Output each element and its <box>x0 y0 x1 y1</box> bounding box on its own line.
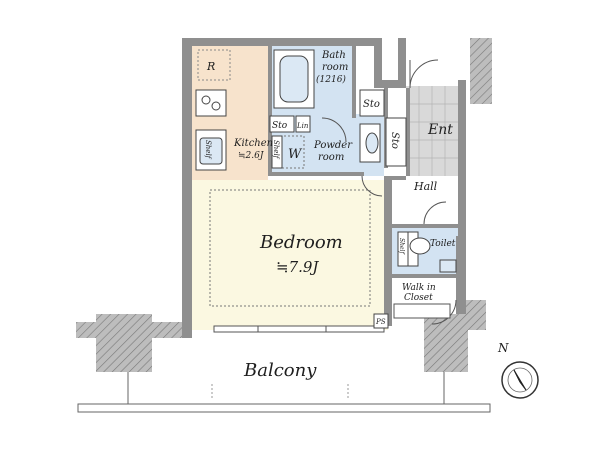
washbasin-icon <box>359 123 381 163</box>
toilet-shelf <box>397 231 409 267</box>
bathtub-icon <box>273 49 315 109</box>
walk-in-closet-shelf <box>393 303 451 319</box>
refrigerator-space <box>197 49 231 81</box>
toilet-wash-basin <box>439 259 457 273</box>
bedroom-size: ≒7.9J <box>276 258 319 276</box>
washer-label: W <box>288 147 303 162</box>
doors <box>321 59 457 325</box>
bedroom-label: Bedroom <box>259 232 343 253</box>
kitchen-label: Kitchen <box>233 138 273 149</box>
entrance-tiles <box>406 86 458 176</box>
kitchen-shelf <box>195 129 227 171</box>
hall-storage-1 <box>359 89 385 117</box>
refrigerator-label: R <box>206 60 215 73</box>
hall-storage-1-label: Sto <box>363 99 380 110</box>
powder-storage <box>269 115 295 133</box>
entrance-label: Ent <box>427 122 453 138</box>
closet-label-line2: Closet <box>404 293 433 303</box>
powder-label-line2: room <box>318 152 344 163</box>
stove-icon <box>195 89 227 117</box>
linen-cupboard <box>295 115 311 133</box>
bedroom-dotted-area <box>209 189 371 307</box>
powder-shelf-label: Shelf <box>272 140 280 160</box>
powder-label-line1: Powder <box>313 140 353 151</box>
bath-label-line1: Bath <box>321 50 346 61</box>
kitchen-storage-label: Sto <box>272 121 288 131</box>
kitchen-shelf-label: Shelf <box>204 140 212 160</box>
toilet-shelf-label: Shelf <box>398 238 405 255</box>
hall-storage-2-label: Sto <box>389 132 400 149</box>
balcony-label: Balcony <box>243 360 317 381</box>
pipe-space-label: PS <box>375 318 386 326</box>
bedroom-floor <box>192 180 388 330</box>
linen-label: Lin <box>296 122 309 130</box>
hall-label: Hall <box>413 180 438 193</box>
bath-label-line2: room <box>322 62 348 73</box>
compass <box>501 361 539 399</box>
pipe-space <box>373 313 389 329</box>
bath-size-note: (1216) <box>316 74 346 85</box>
kitchen-size: ≒2.6J <box>238 151 265 161</box>
compass-north-label: N <box>497 341 509 355</box>
kitchen-sink-icon <box>195 129 227 171</box>
toilet-label: Toilet <box>430 239 456 249</box>
balcony-door-marks <box>211 384 349 400</box>
powder-shelf <box>271 135 283 169</box>
hall-storage-2 <box>385 117 407 167</box>
bedroom-window <box>213 325 385 333</box>
walls <box>76 38 492 413</box>
closet-label-line1: Walk in <box>402 283 436 293</box>
